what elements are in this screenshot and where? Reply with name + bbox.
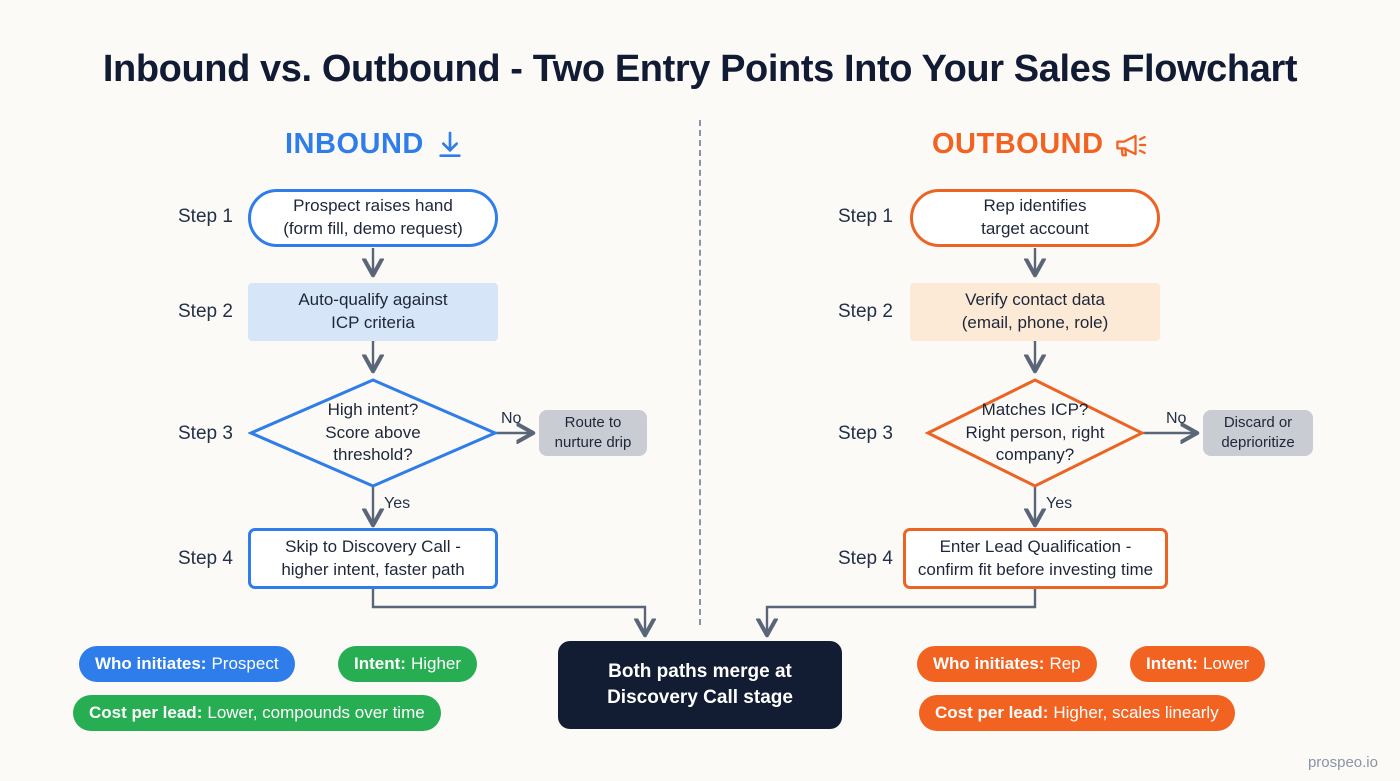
outbound-step1-line1: Rep identifies xyxy=(983,196,1087,216)
inbound-step1-node: Prospect raises hand (form fill, demo re… xyxy=(248,189,498,247)
outbound-badge-intent-value: Lower xyxy=(1202,654,1250,673)
inbound-no-target-line2: nurture drip xyxy=(554,434,632,451)
step-label-inbound-3: Step 3 xyxy=(178,423,233,444)
inbound-badge-who-initiates-value: Prospect xyxy=(211,654,279,673)
inbound-badge-intent-value: Higher xyxy=(410,654,462,673)
inbound-badge-who-initiates-label: Who initiates: xyxy=(95,654,207,673)
merge-node-line2: Discovery Call stage xyxy=(607,687,793,708)
outbound-no-edge-label: No xyxy=(1166,410,1187,427)
step-label-outbound-4: Step 4 xyxy=(838,548,893,569)
outbound-step4-node: Enter Lead Qualification - confirm fit b… xyxy=(903,528,1168,589)
outbound-step2-node: Verify contact data (email, phone, role) xyxy=(910,283,1160,341)
inbound-badge-intent-label: Intent: xyxy=(354,654,406,673)
outbound-yes-edge-label: Yes xyxy=(1046,495,1073,512)
inbound-heading-label: INBOUND xyxy=(285,128,424,160)
outbound-badge-who-initiates: Who initiates: Rep xyxy=(917,646,1097,682)
outbound-badge-intent-label: Intent: xyxy=(1146,654,1198,673)
outbound-badge-who-initiates-label: Who initiates: xyxy=(933,654,1045,673)
inbound-no-target-node: Route to nurture drip xyxy=(539,410,647,456)
outbound-no-target-line2: deprioritize xyxy=(1221,434,1295,451)
inbound-step2-line2: ICP criteria xyxy=(331,313,415,332)
step-label-inbound-2: Step 2 xyxy=(178,301,233,322)
outbound-no-target-node: Discard or deprioritize xyxy=(1203,410,1313,456)
inbound-badge-cost-per-lead-value: Lower, compounds over time xyxy=(207,703,425,722)
outbound-no-target-line1: Discard or xyxy=(1223,413,1293,431)
merge-node: Both paths merge at Discovery Call stage xyxy=(558,641,842,729)
outbound-step1-node: Rep identifies target account xyxy=(910,189,1160,247)
step-label-inbound-1: Step 1 xyxy=(178,206,233,227)
outbound-step2-line2: (email, phone, role) xyxy=(961,313,1109,332)
step-label-outbound-3: Step 3 xyxy=(838,423,893,444)
inbound-badge-who-initiates: Who initiates: Prospect xyxy=(79,646,295,682)
watermark: prospeo.io xyxy=(1307,754,1378,771)
outbound-badge-who-initiates-value: Rep xyxy=(1049,654,1081,673)
inbound-badge-intent: Intent: Higher xyxy=(338,646,478,682)
inbound-step1-line1: Prospect raises hand xyxy=(293,196,453,216)
outbound-step4-line1: Enter Lead Qualification - xyxy=(939,536,1132,556)
step-label-outbound-1: Step 1 xyxy=(838,206,893,227)
inbound-badge-cost-per-lead: Cost per lead: Lower, compounds over tim… xyxy=(73,695,441,731)
step-label-inbound-4: Step 4 xyxy=(178,548,233,569)
inbound-badge-cost-per-lead-label: Cost per lead: xyxy=(89,703,203,722)
inbound-step4-line1: Skip to Discovery Call - xyxy=(285,536,461,556)
outbound-badge-cost-per-lead: Cost per lead: Higher, scales linearly xyxy=(919,695,1235,731)
merge-node-line1: Both paths merge at xyxy=(608,661,792,683)
outbound-step3-diamond: Matches ICP? Right person, right company… xyxy=(925,377,1145,489)
outbound-step4-line2: confirm fit before investing time xyxy=(917,559,1154,579)
outbound-badge-intent: Intent: Lower xyxy=(1130,646,1266,682)
inbound-step4-line2: higher intent, faster path xyxy=(281,559,465,579)
inbound-step2-line1: Auto-qualify against xyxy=(298,290,448,310)
inbound-step4-node: Skip to Discovery Call - higher intent, … xyxy=(248,528,498,589)
megaphone-icon xyxy=(1114,130,1148,160)
inbound-step1-line2: (form fill, demo request) xyxy=(283,219,463,238)
inbound-no-edge-label: No xyxy=(501,410,522,427)
inbound-yes-edge-label: Yes xyxy=(384,495,411,512)
column-header-outbound: OUTBOUND xyxy=(932,128,1148,161)
arrow-down-into-tray-icon xyxy=(434,129,466,161)
inbound-step3-diamond: High intent? Score above threshold? xyxy=(248,377,498,489)
inbound-step2-node: Auto-qualify against ICP criteria xyxy=(248,283,498,341)
page-title: Inbound vs. Outbound - Two Entry Points … xyxy=(102,48,1298,90)
outbound-heading-label: OUTBOUND xyxy=(932,128,1104,160)
outbound-badge-cost-per-lead-value: Higher, scales linearly xyxy=(1053,703,1219,722)
step-label-outbound-2: Step 2 xyxy=(838,301,893,322)
inbound-no-target-line1: Route to xyxy=(564,413,622,431)
column-header-inbound: INBOUND xyxy=(285,128,466,161)
outbound-step1-line2: target account xyxy=(981,219,1089,238)
column-divider xyxy=(699,120,701,625)
outbound-badge-cost-per-lead-label: Cost per lead: xyxy=(935,703,1049,722)
outbound-step2-line1: Verify contact data xyxy=(965,290,1105,310)
